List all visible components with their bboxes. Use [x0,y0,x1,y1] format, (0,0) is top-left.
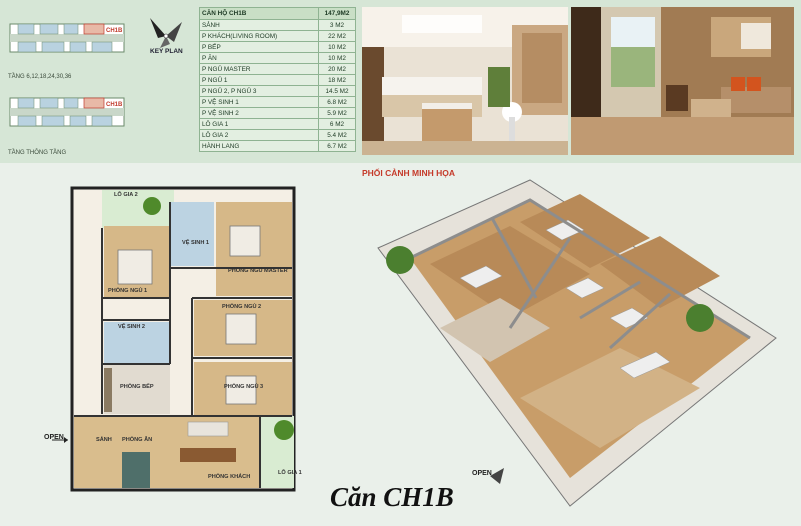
unit-marker-2: CH1B [106,102,123,108]
unit-total-area: 147,9M2 [318,7,356,20]
key-plan-label: KEY PLAN [150,48,183,55]
floors-caption: TẦNG 6,12,18,24,30,36 [8,74,72,80]
room-name: P ĂN [199,52,319,64]
room-label-sanh: SẢNH [96,437,112,443]
room-label-phong-ngu-1: PHÒNG NGỦ 1 [108,288,148,294]
perspective-open-label: OPEN [472,470,492,477]
room-label-phong-bep: PHÒNG BẾP [120,384,154,390]
room-label-phong-ngu-master: PHÒNG NGỦ MASTER [228,268,288,274]
area-table-header: CĂN HỘ CH1B 147,9M2 [199,7,356,20]
room-name: P VỆ SINH 1 [199,96,319,108]
unit-title: Căn CH1B [330,482,454,512]
room-area: 22 M2 [318,30,356,42]
room-area: 10 M2 [318,41,356,53]
room-area: 5.4 M2 [318,129,356,141]
unit-marker-1: CH1B [106,28,123,34]
technical-floor-key-plan [9,97,125,127]
room-area: 6.7 M2 [318,140,356,152]
unit-name: CĂN HỘ CH1B [199,7,319,20]
room-area: 5.9 M2 [318,107,356,119]
floor-plan-open-label: OPEN [44,434,64,441]
room-label-phong-ngu-3: PHÒNG NGỦ 3 [224,384,264,390]
room-area: 18 M2 [318,74,356,86]
technical-floor-caption: TẦNG THÔNG TẦNG [8,150,67,156]
room-area: 3 M2 [318,19,356,31]
room-label-lo-gia-1: LÔ GIA 1 [278,470,302,476]
area-table-row: P KHÁCH(LIVING ROOM)22 M2 [199,30,356,42]
room-name: P NGỦ 2, P NGỦ 3 [199,85,319,97]
room-area: 6 M2 [318,118,356,130]
living-room-render-photo [571,7,794,155]
room-name: LÔ GIA 2 [199,129,319,141]
perspective-render [377,179,777,507]
room-name: P NGỦ MASTER [199,63,319,75]
room-name: P KHÁCH(LIVING ROOM) [199,30,319,42]
room-label-phong-an: PHÒNG ĂN [122,437,153,443]
room-area: 14.5 M2 [318,85,356,97]
room-label-phong-ngu-2: PHÒNG NGỦ 2 [222,304,262,310]
room-label-ve-sinh-2: VỆ SINH 2 [118,324,146,330]
room-name: P BẾP [199,41,319,53]
kitchen-render-photo [362,7,568,155]
room-name: LÔ GIA 1 [199,118,319,130]
room-area: 20 M2 [318,63,356,75]
room-label-ve-sinh-1: VỆ SINH 1 [182,240,210,246]
floor-plan-drawing [52,186,296,492]
room-name: P VỆ SINH 2 [199,107,319,119]
room-name: HÀNH LANG [199,140,319,152]
compass-icon [150,18,182,48]
room-name: P NGỦ 1 [199,74,319,86]
room-label-phong-khach: PHÒNG KHÁCH [208,474,251,480]
room-label-lo-gia-2: LÔ GIA 2 [114,192,138,198]
typical-floor-key-plan [9,23,125,53]
room-area: 6.8 M2 [318,96,356,108]
room-area: 10 M2 [318,52,356,64]
perspective-title: PHỐI CẢNH MINH HỌA [362,168,456,178]
room-name: SẢNH [199,19,319,31]
